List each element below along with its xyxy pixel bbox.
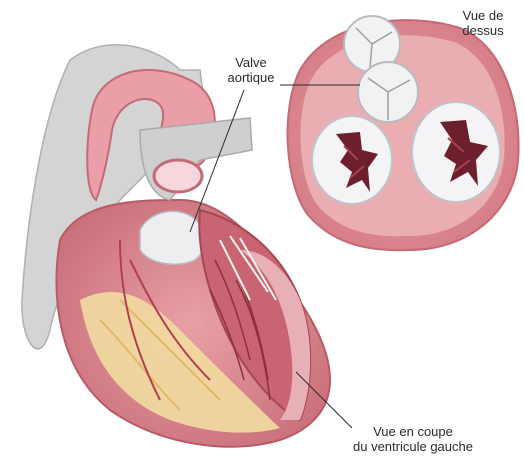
heart-cutaway-diagram [22,45,330,447]
aorta-cross-section [154,160,202,192]
aortic-valve-label-line-2: aortique [206,70,296,85]
mitral-valve [312,116,392,204]
top-view-diagram [288,16,519,250]
top-view-label: Vue de dessus [446,8,520,38]
aortic-valve-top-view [358,62,418,122]
cross-section-label-line-1: Vue en coupe [306,424,520,439]
aortic-valve-label-line-1: Valve [206,55,296,70]
top-view-label-line-1: Vue de [446,8,520,23]
cross-section-label: Vue en coupe du ventricule gauche [306,424,520,454]
top-view-label-line-2: dessus [446,23,520,38]
aortic-valve-label: Valve aortique [206,55,296,85]
tricuspid-valve [412,102,500,202]
cross-section-label-line-2: du ventricule gauche [306,439,520,454]
